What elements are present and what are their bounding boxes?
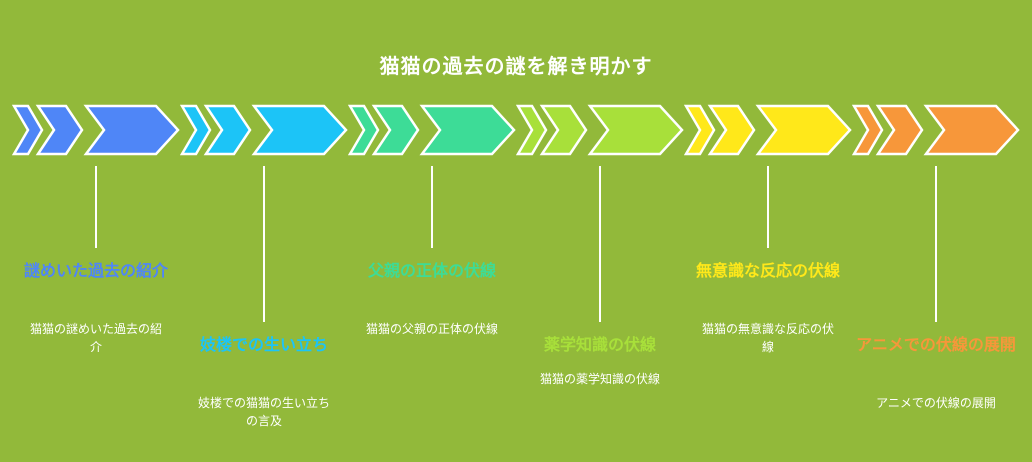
chevron-1 [684,104,716,156]
chevron-3 [755,104,852,156]
chevron-3 [83,104,180,156]
connector-line [431,166,433,248]
connector-line [767,166,769,248]
step-label: 妓楼での生い立ち [199,335,328,354]
chevron-3 [419,104,516,156]
timeline-step: 父親の正体の伏線猫猫の父親の正体の伏線 [348,0,516,462]
chevron-2 [707,104,756,156]
step-label: 無意識な反応の伏線 [695,261,840,280]
step-description: 猫猫の薬学知識の伏線 [539,372,660,386]
step-label: 謎めいた過去の紹介 [23,261,168,280]
chevron-arrows-icon [852,104,1020,156]
diagram-title: 猫猫の過去の謎を解き明かす [379,54,653,78]
chevron-2 [35,104,84,156]
chevron-arrows-icon [348,104,516,156]
step-description: 猫猫の父親の正体の伏線 [365,322,498,336]
step-description: 猫猫の謎めいた過去の紹介 [29,322,162,354]
chevron-2 [203,104,252,156]
connector-line [599,166,601,322]
chevron-2 [539,104,588,156]
timeline-step: 妓楼での生い立ち妓楼での猫猫の生い立ちの言及 [180,0,348,462]
chevron-1 [180,104,212,156]
chevron-1 [12,104,44,156]
chevron-2 [371,104,420,156]
step-description: 猫猫の無意識な反応の伏線 [701,322,834,354]
step-label: 父親の正体の伏線 [367,261,496,280]
chevron-1 [852,104,884,156]
timeline-step: 謎めいた過去の紹介猫猫の謎めいた過去の紹介 [12,0,180,462]
chevron-arrows-icon [516,104,684,156]
timeline-step: 無意識な反応の伏線猫猫の無意識な反応の伏線 [684,0,852,462]
connector-line [935,166,937,322]
chevron-arrows-icon [684,104,852,156]
chevron-3 [923,104,1020,156]
timeline-step: 薬学知識の伏線猫猫の薬学知識の伏線 [516,0,684,462]
chevron-arrows-icon [180,104,348,156]
chevron-3 [251,104,348,156]
chevron-arrows-icon [12,104,180,156]
connector-line [263,166,265,322]
step-label: アニメでの伏線の展開 [856,335,1016,354]
chevron-1 [516,104,548,156]
chevron-1 [348,104,380,156]
step-label: 薬学知識の伏線 [543,335,656,354]
timeline-step: アニメでの伏線の展開アニメでの伏線の展開 [852,0,1020,462]
chevron-2 [875,104,924,156]
chevron-3 [587,104,684,156]
step-description: 妓楼での猫猫の生い立ちの言及 [197,396,330,428]
connector-line [95,166,97,248]
step-description: アニメでの伏線の展開 [876,396,996,410]
